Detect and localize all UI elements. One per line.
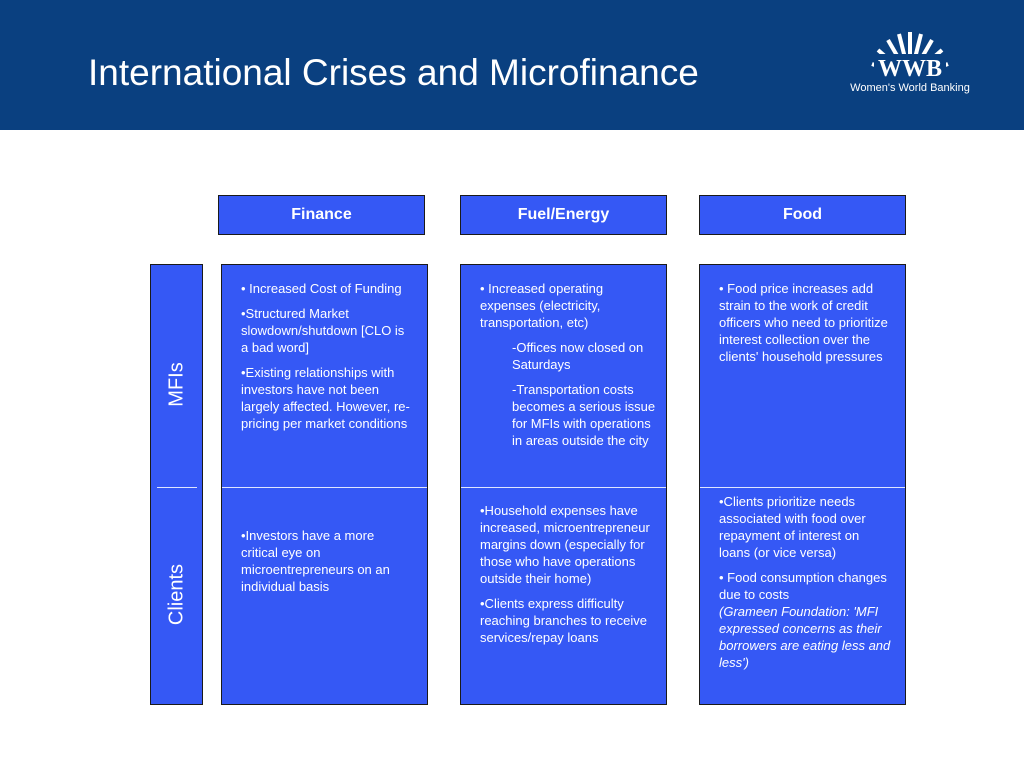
food-clients-citation: (Grameen Foundation: 'MFI expressed conc… [719, 604, 891, 670]
column-header-finance: Finance [218, 195, 425, 235]
column-header-fuel-energy: Fuel/Energy [460, 195, 667, 235]
fuel-energy-panel: • Increased operating expenses (electric… [460, 264, 667, 705]
food-clients-bullet: • Food consumption changes due to costs [719, 570, 887, 602]
food-clients-cell: •Clients prioritize needs associated wit… [719, 493, 891, 679]
header-bar: International Crises and Microfinance WW… [0, 0, 1024, 130]
fuel-mfis-subitem: -Offices now closed on Saturdays [512, 340, 644, 372]
fuel-mfis-bullet: • Increased operating expenses (electric… [480, 281, 604, 330]
wwb-logo: WWB Women's World Banking [840, 30, 980, 100]
fuel-clients-cell: •Household expenses have increased, micr… [480, 502, 656, 654]
finance-mfis-bullet: • Increased Cost of Funding [241, 281, 402, 296]
food-clients-citation-wrap: (Grameen Foundation: 'MFI expressed conc… [719, 603, 891, 671]
finance-clients-bullet: •Investors have a more critical eye on m… [241, 528, 390, 594]
finance-panel: • Increased Cost of Funding •Structured … [221, 264, 428, 705]
row-label-mfis: MFIs [165, 362, 188, 407]
food-panel: • Food price increases add strain to the… [699, 264, 906, 705]
finance-clients-cell: •Investors have a more critical eye on m… [241, 527, 413, 603]
finance-mfis-bullet: •Existing relationships with investors h… [241, 365, 410, 431]
slide-title: International Crises and Microfinance [88, 52, 699, 93]
logo-name: Women's World Banking [850, 82, 970, 94]
fuel-mfis-cell: • Increased operating expenses (electric… [480, 280, 656, 457]
sunburst-icon: WWB [871, 32, 949, 82]
row-divider [157, 487, 197, 488]
food-mfis-cell: • Food price increases add strain to the… [719, 280, 893, 373]
fuel-clients-bullet: •Clients express difficulty reaching bra… [480, 596, 647, 645]
logo-mark: WWB [878, 56, 942, 82]
column-header-food: Food [699, 195, 906, 235]
row-label-panel: MFIs Clients [150, 264, 203, 705]
finance-mfis-bullet: •Structured Market slowdown/shutdown [CL… [241, 306, 405, 355]
food-clients-bullet: •Clients prioritize needs associated wit… [719, 494, 866, 560]
finance-mfis-cell: • Increased Cost of Funding •Structured … [241, 280, 411, 440]
row-divider [700, 487, 905, 488]
fuel-mfis-subitem: -Transportation costs becomes a serious … [512, 382, 656, 448]
row-divider [461, 487, 666, 488]
food-mfis-bullet: • Food price increases add strain to the… [719, 281, 888, 364]
fuel-clients-bullet: •Household expenses have increased, micr… [480, 503, 650, 586]
row-divider [222, 487, 427, 488]
row-label-clients: Clients [165, 563, 188, 626]
